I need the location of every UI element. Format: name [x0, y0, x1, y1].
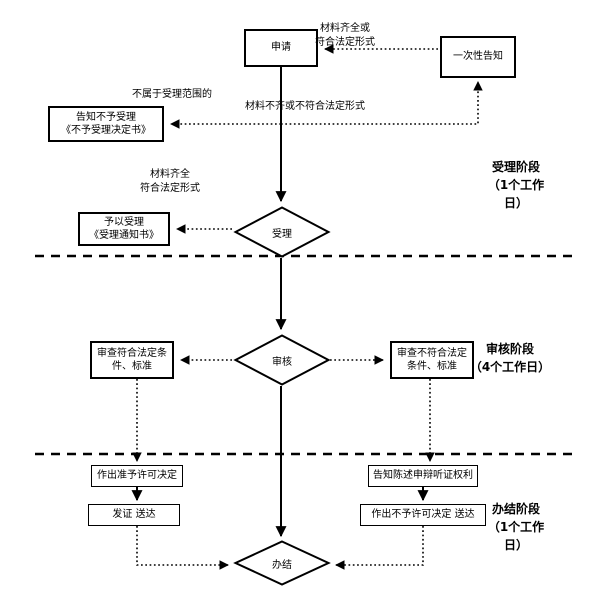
node-review-fails-criteria-label: 审查不符合法定 条件、标准 — [397, 347, 467, 373]
node-one-time-notice[interactable]: 一次性告知 — [440, 36, 516, 78]
node-one-time-notice-label: 一次性告知 — [453, 51, 503, 63]
node-reject-acceptance-notice[interactable]: 告知不予受理 《不予受理决定书》 — [48, 106, 164, 142]
node-review-fails-criteria[interactable]: 审查不符合法定 条件、标准 — [390, 341, 474, 379]
stage-label-acceptance: 受理阶段 （1个工作 日） — [487, 160, 545, 210]
node-reject-acceptance-notice-label: 告知不予受理 《不予受理决定书》 — [61, 111, 151, 137]
edge-issue-to-done — [136, 526, 229, 570]
edge-label-materials-complete-legal-form: 材料齐全 符合法定形式 — [140, 169, 200, 194]
node-completion[interactable]: 办结 — [233, 540, 331, 586]
diamond-shape — [233, 206, 331, 258]
node-issue-certificate-deliver[interactable]: 发证 送达 — [88, 504, 180, 526]
node-grant-permit-decision[interactable]: 作出准予许可决定 — [91, 465, 183, 487]
node-notify-statement-hearing-rights-label: 告知陈述申辩听证权利 — [373, 470, 473, 482]
edge-label-materials-complete-or-legal-form: 材料齐全或 符合法定形式 — [315, 23, 375, 48]
node-grant-acceptance-notice-label: 予以受理 《受理通知书》 — [89, 216, 159, 242]
node-acceptance-decision[interactable]: 受理 — [233, 206, 331, 258]
edge-deny-to-done — [335, 526, 424, 570]
node-apply-label: 申请 — [271, 42, 291, 54]
stage-label-completion: 办结阶段 （1个工作 日） — [487, 502, 545, 552]
node-review-meets-criteria-label: 审查符合法定条 件、标准 — [97, 347, 167, 373]
edge-label-out-of-acceptance-scope: 不属于受理范围的 — [132, 89, 212, 100]
node-issue-certificate-deliver-label: 发证 送达 — [112, 509, 156, 521]
diamond-shape — [233, 334, 331, 386]
node-apply[interactable]: 申请 — [244, 29, 318, 67]
node-notify-statement-hearing-rights[interactable]: 告知陈述申辩听证权利 — [368, 465, 478, 487]
stage-label-review: 审核阶段 （4个工作日） — [469, 342, 551, 374]
node-deny-permit-decision-deliver[interactable]: 作出不予许可决定 送达 — [360, 504, 486, 526]
node-review-meets-criteria[interactable]: 审查符合法定条 件、标准 — [90, 341, 174, 379]
edge-label-materials-incomplete-or-illegal-form: 材料不齐或不符合法定形式 — [245, 101, 365, 112]
node-grant-acceptance-notice[interactable]: 予以受理 《受理通知书》 — [78, 212, 170, 246]
node-review-decision[interactable]: 审核 — [233, 334, 331, 386]
diamond-shape — [233, 540, 331, 586]
node-grant-permit-decision-label: 作出准予许可决定 — [97, 470, 177, 482]
node-deny-permit-decision-deliver-label: 作出不予许可决定 送达 — [371, 509, 475, 521]
